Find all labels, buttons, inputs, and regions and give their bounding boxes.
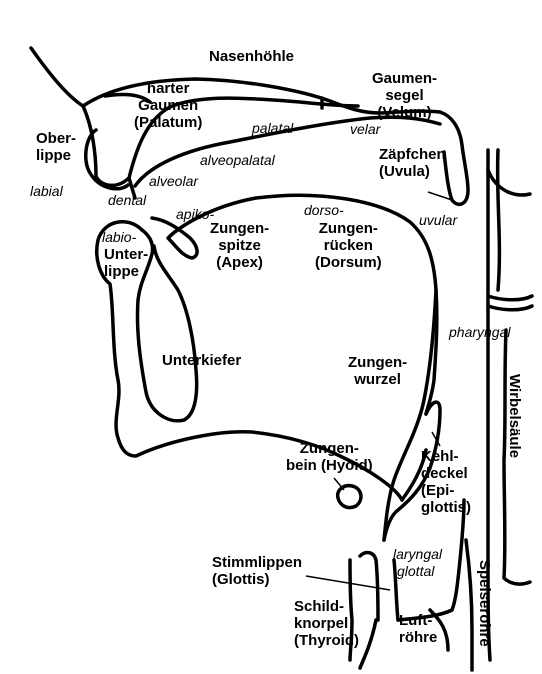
label-pharyngal: pharyngal: [449, 324, 511, 340]
label-glottal: glottal: [397, 563, 434, 579]
label-dental: dental: [108, 192, 146, 208]
label-unterkiefer: Unterkiefer: [162, 352, 241, 369]
label-velar: velar: [350, 121, 380, 137]
label-wirbelsaeule: Wirbelsäule: [506, 374, 523, 458]
label-zungenspitze-line2: spitze: [210, 237, 269, 254]
label-stimmlippen-line2: (Glottis): [212, 571, 302, 588]
label-zungenwurzel: Zungen- wurzel: [348, 354, 407, 388]
label-laryngal: laryngal: [393, 546, 442, 562]
label-zungenruecken-line1: Zungen-: [315, 220, 382, 237]
esophagus: [466, 540, 472, 670]
label-nasenhoehle-line1: Nasenhöhle: [209, 48, 294, 65]
label-harter-gaumen: harter Gaumen (Palatum): [134, 80, 202, 131]
label-luftroehre-line2: röhre: [399, 629, 437, 646]
label-uvular: uvular: [419, 212, 457, 228]
hyoid-bone: [338, 486, 361, 508]
label-alveolar: alveolar: [149, 173, 198, 189]
label-gaumensegel-line2: segel: [372, 87, 437, 104]
label-oberlippe-line2: lippe: [36, 147, 76, 164]
label-zungenwurzel-line1: Zungen-: [348, 354, 407, 371]
label-unterlippe: Unter- lippe: [104, 246, 148, 280]
label-stimmlippen-line1: Stimmlippen: [212, 554, 302, 571]
nose-outline: [31, 48, 135, 198]
label-speiseroehre: Speiseröhre: [476, 560, 493, 647]
label-kehldeckel-line2: deckel: [421, 465, 471, 482]
label-harter-gaumen-line2: Gaumen: [134, 97, 202, 114]
label-zungenruecken-line2: rücken: [315, 237, 382, 254]
spine-outline: [488, 170, 532, 310]
label-unterlippe-line2: lippe: [104, 263, 148, 280]
label-zungenwurzel-line2: wurzel: [348, 371, 407, 388]
label-kehldeckel-line3: (Epi-: [421, 482, 471, 499]
label-harter-gaumen-line3: (Palatum): [134, 114, 202, 131]
label-oberlippe: Ober- lippe: [36, 130, 76, 164]
label-stimmlippen: Stimmlippen (Glottis): [212, 554, 302, 588]
thyroid-cartilage: [360, 620, 376, 668]
label-zaepfchen-line1: Zäpfchen: [379, 146, 446, 163]
label-luftroehre-line1: Luft-: [399, 612, 437, 629]
label-harter-gaumen-line1: harter: [134, 80, 202, 97]
label-zungenspitze: Zungen- spitze (Apex): [210, 220, 269, 271]
label-zungenbein: Zungen- bein (Hyoid): [286, 440, 373, 474]
label-kehldeckel-line1: Kehl-: [421, 448, 471, 465]
label-nasenhoehle: Nasenhöhle: [209, 48, 294, 65]
label-kehldeckel: Kehl- deckel (Epi- glottis): [421, 448, 471, 516]
label-zungenruecken-line3: (Dorsum): [315, 254, 382, 271]
label-schildknorpel: Schild- knorpel (Thyroid): [294, 598, 359, 649]
label-apiko: apiko-: [176, 206, 214, 222]
label-oberlippe-line1: Ober-: [36, 130, 76, 147]
label-unterlippe-line1: Unter-: [104, 246, 148, 263]
label-kehldeckel-line4: glottis): [421, 499, 471, 516]
label-labio: labio-: [102, 229, 136, 245]
label-schildknorpel-line3: (Thyroid): [294, 632, 359, 649]
label-zungenspitze-line3: (Apex): [210, 254, 269, 271]
label-zungenspitze-line1: Zungen-: [210, 220, 269, 237]
label-gaumensegel-line3: (Velum): [372, 104, 437, 121]
label-luftroehre: Luft- röhre: [399, 612, 437, 646]
spine-column: [498, 150, 530, 584]
label-gaumensegel-line1: Gaumen-: [372, 70, 437, 87]
label-zaepfchen-line2: (Uvula): [379, 163, 446, 180]
label-zungenbein-line1: Zungen-: [286, 440, 373, 457]
label-labial: labial: [30, 183, 63, 199]
label-zungenruecken: Zungen- rücken (Dorsum): [315, 220, 382, 271]
label-zungenbein-line2: bein (Hyoid): [286, 457, 373, 474]
label-palatal: palatal: [252, 120, 293, 136]
label-schildknorpel-line1: Schild-: [294, 598, 359, 615]
label-unterkiefer-line1: Unterkiefer: [162, 352, 241, 369]
label-schildknorpel-line2: knorpel: [294, 615, 359, 632]
label-alveopalatal: alveopalatal: [200, 152, 275, 168]
label-zaepfchen: Zäpfchen (Uvula): [379, 146, 446, 180]
label-gaumensegel: Gaumen- segel (Velum): [372, 70, 437, 121]
label-dorso: dorso-: [304, 202, 344, 218]
